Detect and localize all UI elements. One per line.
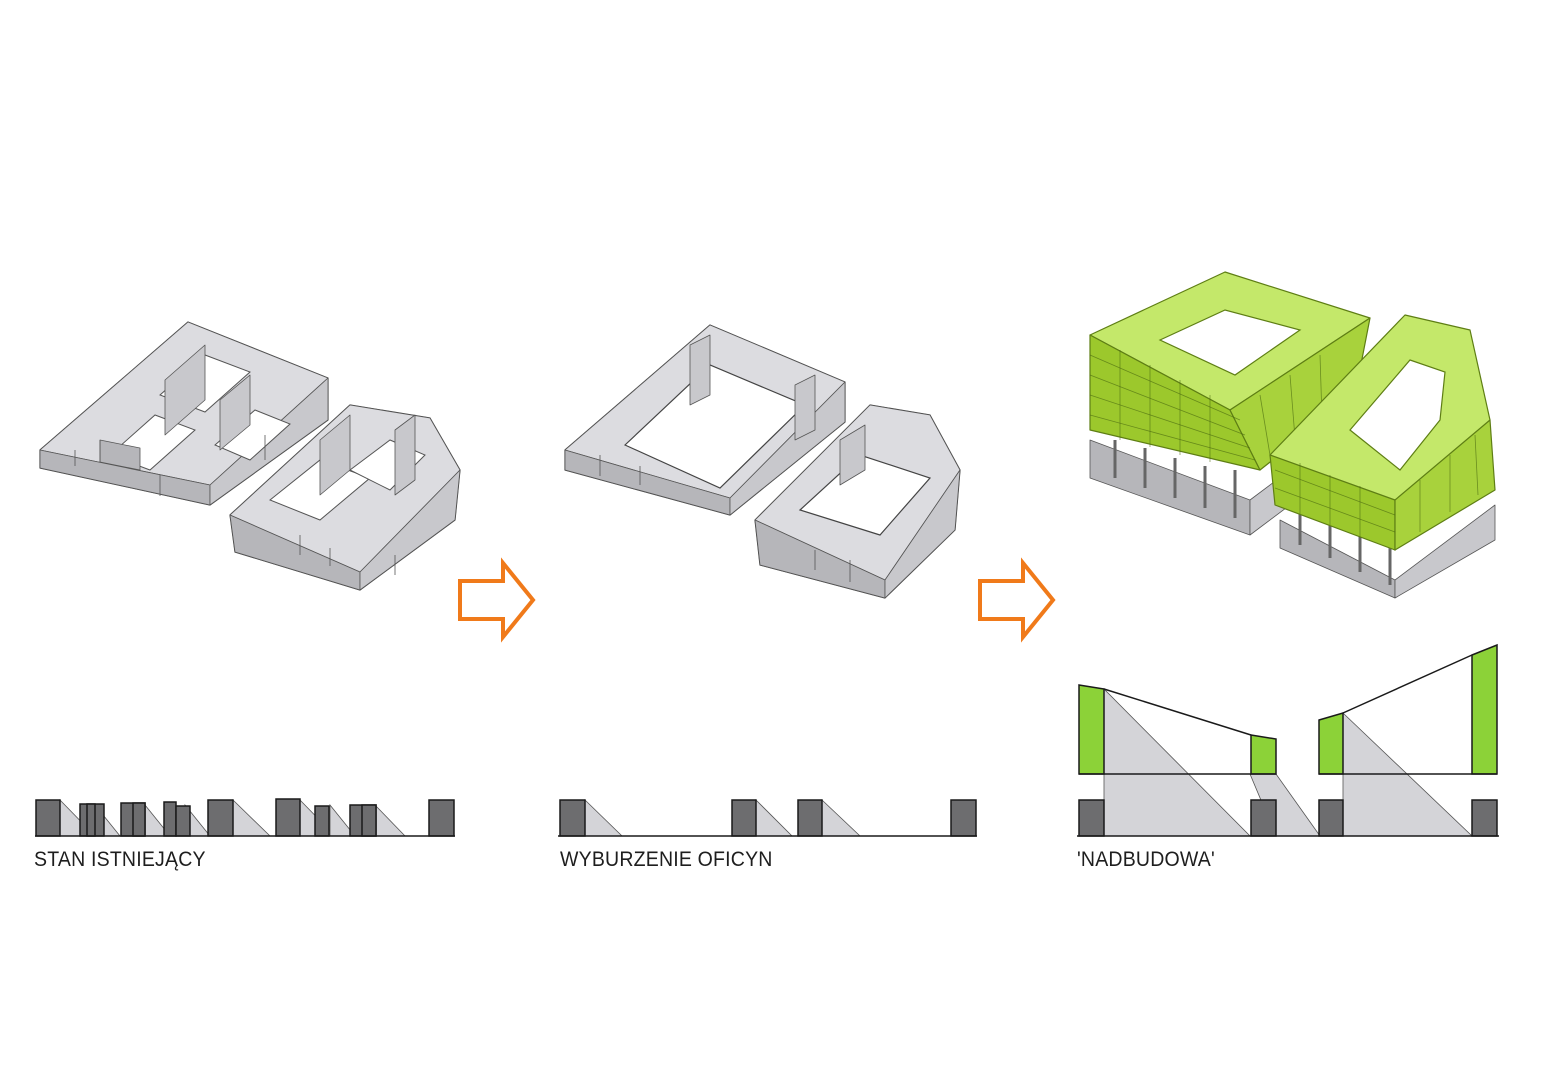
demolition-block-right bbox=[754, 404, 961, 599]
demolition-block-left bbox=[564, 324, 846, 516]
caption-addition: 'NADBUDOWA' bbox=[1077, 848, 1215, 871]
axonometric-extension bbox=[1089, 271, 1496, 599]
arrow-right-icon bbox=[978, 557, 1056, 643]
existing-block-right bbox=[229, 404, 461, 591]
green-volume-right bbox=[1269, 314, 1496, 551]
axonometric-existing bbox=[39, 321, 461, 591]
arrow-right-icon bbox=[458, 557, 536, 643]
axonometric-demolition bbox=[564, 324, 961, 599]
section-extension bbox=[1077, 643, 1499, 837]
section-demolition bbox=[558, 799, 977, 837]
existing-block-left bbox=[39, 321, 329, 506]
green-volume-left bbox=[1089, 271, 1371, 471]
section-existing bbox=[35, 798, 455, 837]
caption-existing: STAN ISTNIEJĄCY bbox=[34, 848, 206, 871]
extension-base-blocks bbox=[1089, 439, 1496, 599]
caption-demolition: WYBURZENIE OFICYN bbox=[560, 848, 773, 871]
